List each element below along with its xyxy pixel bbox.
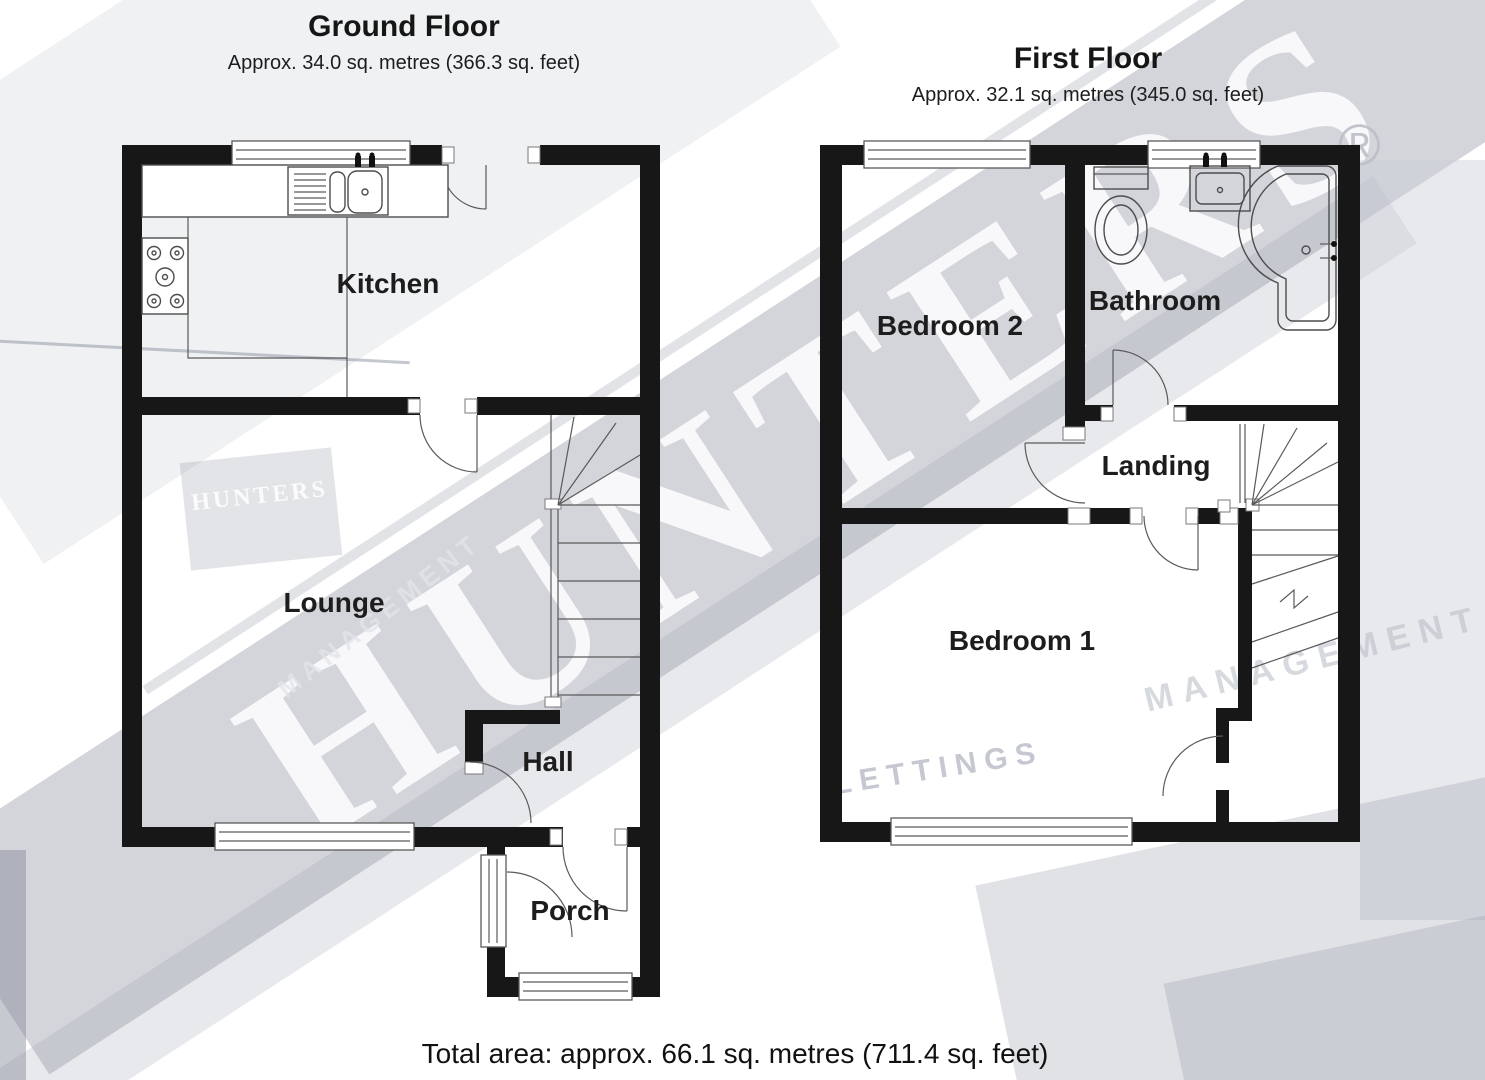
ground-floor-title: Ground Floor [308, 10, 500, 43]
first-floor-staircase [1239, 423, 1339, 669]
bathtub [1237, 165, 1337, 331]
bathroom-door-arc [1112, 349, 1169, 406]
front-door-arc [562, 846, 628, 912]
porch-side-window [480, 854, 507, 948]
ground-floor-walls [122, 145, 660, 997]
first-floor-walls [820, 145, 1360, 842]
ground-floor-staircase [544, 415, 641, 708]
watermark-right-shade [1360, 160, 1485, 920]
bathroom-fixtures [1093, 152, 1337, 331]
bedroom2-label: Bedroom 2 [877, 310, 1023, 341]
kitchen-sink [287, 152, 389, 216]
bedroom1-door-arc [1143, 515, 1199, 571]
first-floor-title: First Floor [1013, 42, 1163, 75]
basin [1189, 152, 1251, 212]
bedroom1-label: Bedroom 1 [949, 625, 1095, 656]
total-area-text: Total area: approx. 66.1 sq. metres (711… [421, 1038, 1049, 1069]
ground-floor-labels: Kitchen Lounge Hall Porch [283, 268, 609, 926]
ground-floor-door-jambs [407, 146, 628, 846]
hall-label: Hall [522, 746, 573, 777]
first-floor-plan: Bedroom 2 Bathroom Landing Bedroom 1 [820, 140, 1360, 846]
porch-front-window [518, 972, 633, 1001]
bedroom2-door-arc [1024, 442, 1086, 504]
lounge-label: Lounge [283, 587, 384, 618]
porch-label: Porch [530, 895, 609, 926]
kitchen-fixtures [141, 152, 449, 397]
kitchen-label: Kitchen [337, 268, 440, 299]
bedroom2-window [863, 140, 1031, 169]
toilet [1093, 166, 1149, 265]
lounge-window [214, 822, 415, 851]
ground-floor-windows [214, 140, 633, 1001]
kitchen-worktop [141, 164, 449, 218]
watermark-left-strip [0, 850, 26, 1080]
kitchen-lounge-door-arc [419, 414, 478, 473]
ground-floor-door-swings [419, 164, 628, 938]
ground-floor-area: Approx. 34.0 sq. metres (366.3 sq. feet) [227, 52, 581, 74]
closet-door-arc [1162, 735, 1224, 797]
first-floor-windows [863, 140, 1261, 846]
kitchen-counter-outline [187, 217, 348, 397]
kitchen-hob [141, 237, 189, 315]
porch-door-arc [506, 871, 573, 938]
bathroom-label: Bathroom [1089, 285, 1221, 316]
first-floor-door-swings [1024, 349, 1224, 797]
hall-door-arc [469, 761, 532, 824]
first-floor-door-jambs [1062, 406, 1260, 525]
landing-label: Landing [1102, 450, 1211, 481]
first-floor-area: Approx. 32.1 sq. metres (345.0 sq. feet) [911, 84, 1265, 106]
first-floor-labels: Bedroom 2 Bathroom Landing Bedroom 1 [877, 285, 1221, 656]
kitchen-window [231, 140, 411, 169]
bedroom1-window [890, 817, 1133, 846]
ground-floor-plan: Kitchen Lounge Hall Porch [122, 140, 660, 1001]
